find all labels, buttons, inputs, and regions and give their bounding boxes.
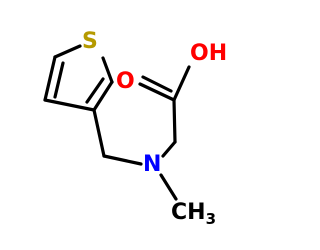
hydroxyl-atom-label: OH bbox=[190, 41, 227, 66]
methyl-group-label: CH3 bbox=[171, 200, 216, 228]
methyl-ch-text: CH bbox=[171, 200, 206, 225]
bond-n-ch3 bbox=[159, 173, 178, 201]
nitrogen-atom-label: N bbox=[143, 152, 161, 177]
bond-ch2-n bbox=[102, 154, 143, 166]
bond-s-c2 bbox=[53, 44, 82, 59]
bond-c4-c5 bbox=[92, 80, 114, 112]
bond-c5-s bbox=[101, 56, 114, 84]
bond-c2-c3 bbox=[43, 55, 57, 102]
bond-c-o-double-a bbox=[138, 82, 176, 102]
bond-n-ch2 bbox=[161, 140, 177, 158]
bond-c2-c3-inner bbox=[53, 61, 65, 99]
carbonyl-oxygen-atom-label: O bbox=[116, 69, 135, 94]
sulfur-atom-label: S bbox=[82, 29, 98, 54]
bond-ch2-c bbox=[172, 98, 177, 144]
bond-c-o-double-b bbox=[141, 75, 173, 93]
bond-ring-ch2 bbox=[92, 108, 106, 158]
bond-c3-c4 bbox=[43, 98, 96, 112]
methyl-subscript: 3 bbox=[206, 210, 216, 228]
bond-c4-c5-inner bbox=[85, 77, 105, 104]
molecule-diagram: S OH O N CH3 bbox=[43, 29, 227, 228]
bond-c-oh bbox=[172, 65, 191, 102]
